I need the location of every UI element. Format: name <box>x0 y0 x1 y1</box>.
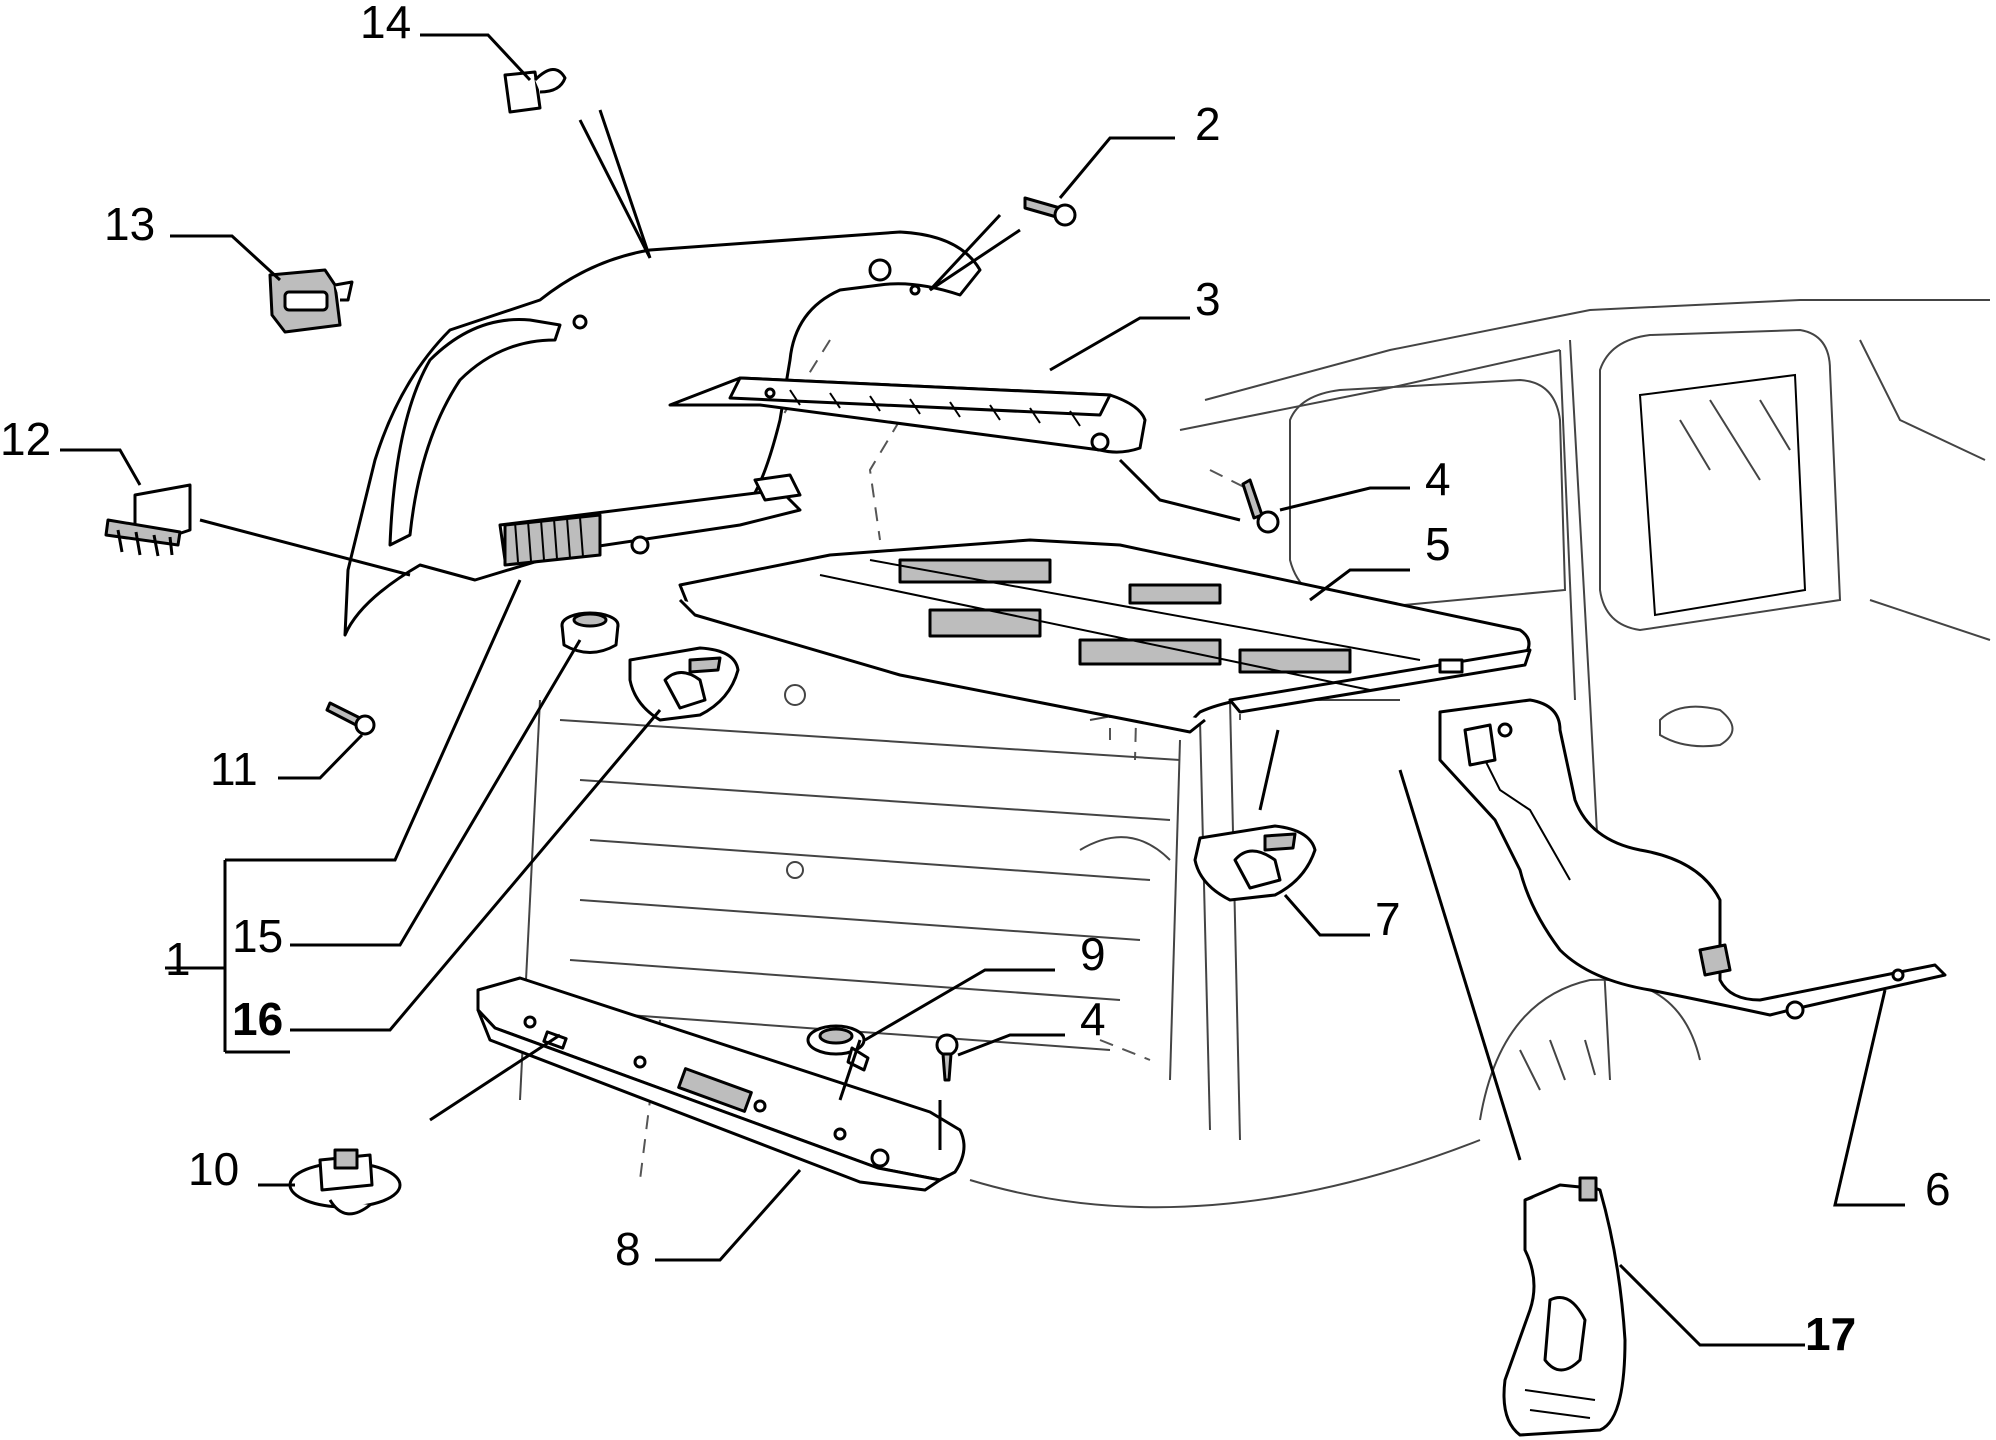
callout-label-4-lower: 4 <box>1080 993 1106 1045</box>
part-side-trim-1 <box>343 230 982 637</box>
part-screw-4-upper <box>1241 478 1280 534</box>
callout-label-16: 16 <box>232 993 283 1045</box>
callout-label-11: 11 <box>210 743 258 795</box>
callout-label-2: 2 <box>1195 98 1221 150</box>
part-clip-14 <box>503 68 567 114</box>
callout-label-10: 10 <box>188 1143 239 1195</box>
callout-label-14: 14 <box>360 0 411 48</box>
part-clip-12 <box>104 483 192 557</box>
callout-label-7: 7 <box>1375 893 1401 945</box>
callout-label-6: 6 <box>1925 1163 1951 1215</box>
part-upper-trim-3 <box>668 376 1147 454</box>
part-clip-10 <box>288 1148 402 1216</box>
callout-label-5: 5 <box>1425 518 1451 570</box>
part-side-trim-6 <box>1438 698 1947 1020</box>
part-screw-2 <box>1023 196 1077 227</box>
callout-label-9: 9 <box>1080 928 1106 980</box>
callout-label-15: 15 <box>232 910 283 962</box>
part-sill-trim-8 <box>476 976 966 1192</box>
leader-lines <box>60 33 1905 1347</box>
part-screw-11 <box>325 701 376 736</box>
callout-labels: 14 13 12 2 3 4 5 11 1 15 16 7 9 4 10 8 6… <box>0 0 1951 1360</box>
part-screw-4-lower <box>935 1033 959 1082</box>
callout-label-13: 13 <box>104 198 155 250</box>
callout-label-17: 17 <box>1805 1308 1856 1360</box>
part-grommet-15 <box>560 611 620 654</box>
part-plug-9 <box>806 1024 870 1072</box>
part-bracket-17 <box>1502 1176 1627 1437</box>
part-catch-16 <box>628 646 740 722</box>
callout-label-1: 1 <box>165 933 191 985</box>
callout-label-4-upper: 4 <box>1425 453 1451 505</box>
callout-label-12: 12 <box>0 413 51 465</box>
callout-label-8: 8 <box>615 1223 641 1275</box>
callout-label-3: 3 <box>1195 273 1221 325</box>
part-bracket-13 <box>268 268 354 334</box>
part-parcel-shelf-5 <box>678 538 1532 734</box>
part-catch-7 <box>1193 824 1317 902</box>
